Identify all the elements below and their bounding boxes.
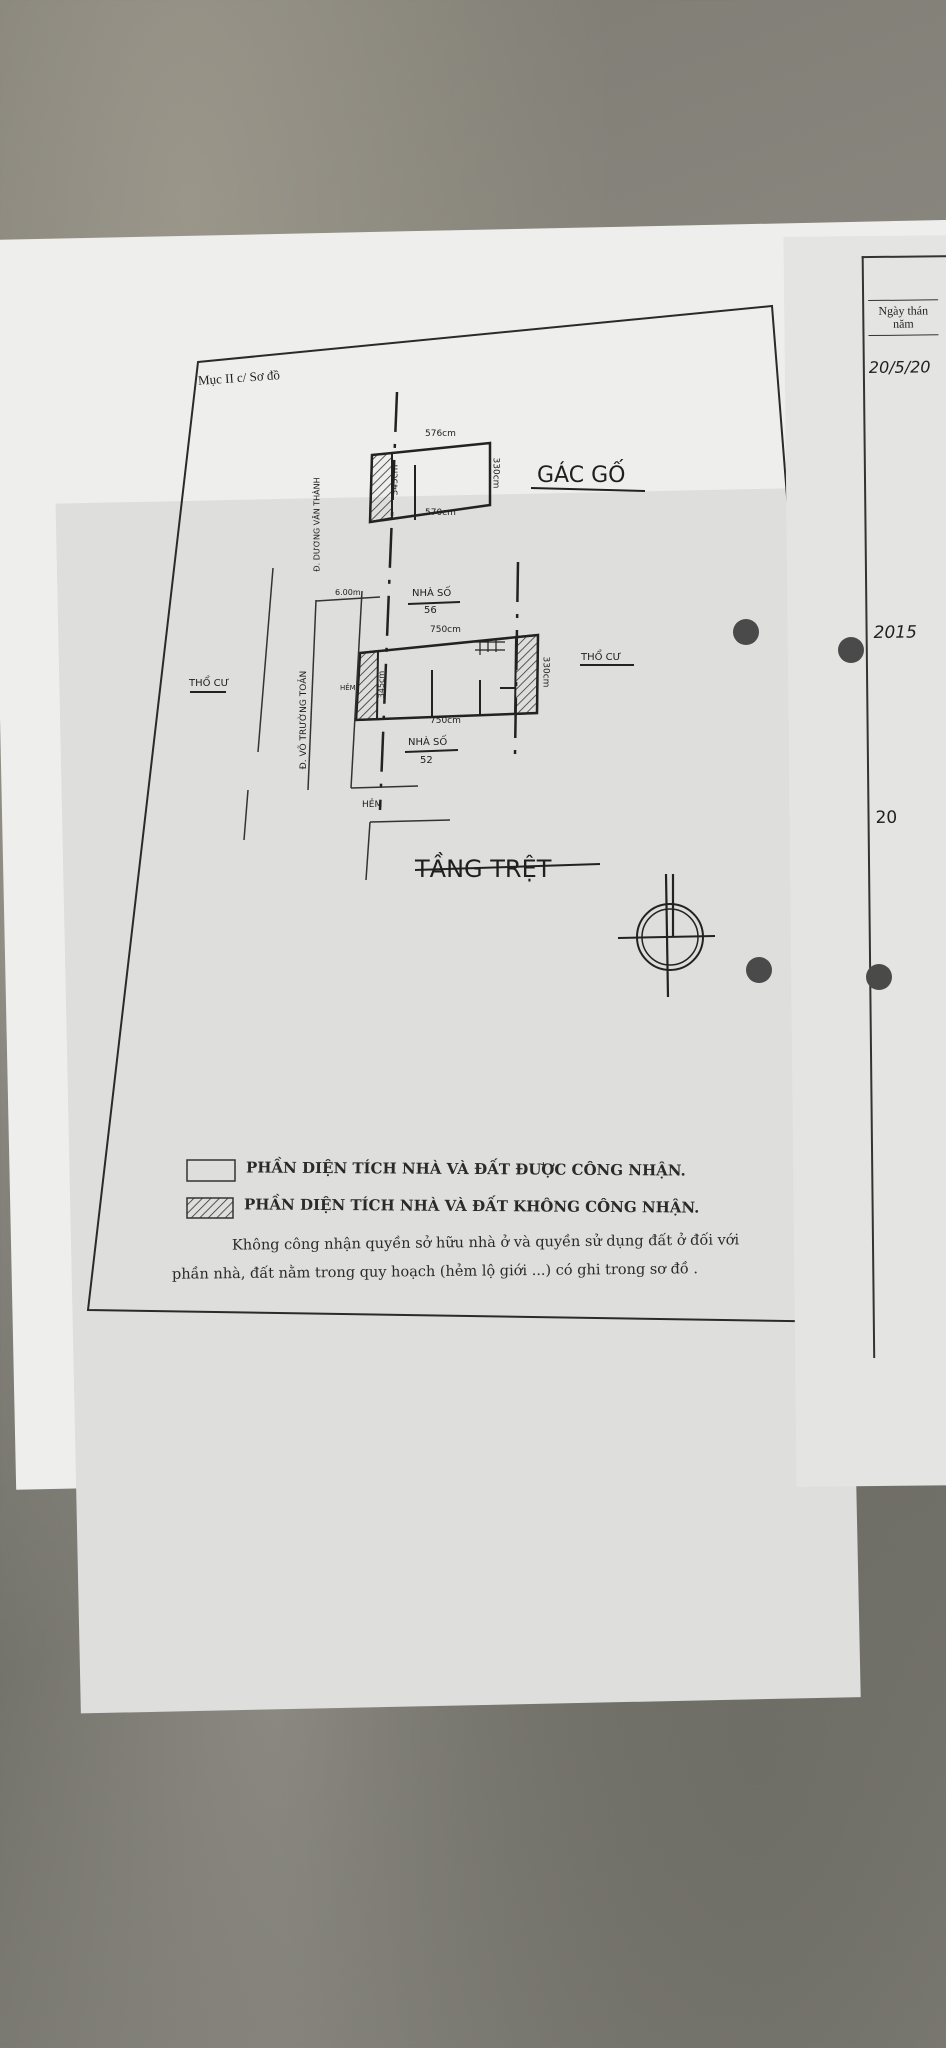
punch-hole (733, 619, 759, 645)
dimension-label: 750cm (430, 625, 461, 635)
neighbor-house-south: NHÀ SỐ (408, 737, 448, 748)
dimension-label: 330cm (490, 457, 501, 489)
street-label: Đ. VÕ TRƯỜNG TOẢN (299, 670, 310, 770)
legend-recognized-label: PHẦN DIỆN TÍCH NHÀ VÀ ĐẤT ĐƯỢC CÔNG NHẬN… (245, 1158, 686, 1180)
dimension-label: 570cm (425, 508, 456, 518)
land-right-label: THỔ CƯ (581, 652, 622, 663)
punch-hole (746, 957, 772, 983)
land-left-label: THỔ CƯ (189, 678, 230, 689)
right-page-entry: 20/5/20 (868, 357, 931, 378)
street-label: Đ. DƯƠNG VĂN THÀNH (312, 477, 322, 572)
ground-floor-title: TẦNG TRỆT (415, 855, 552, 883)
legend-not-recognized-label: PHẦN DIỆN TÍCH NHÀ VÀ ĐẤT KHÔNG CÔNG NHẬ… (243, 1195, 700, 1217)
right-page-entry: 20 (875, 807, 898, 828)
neighbor-house-north-number: 56 (424, 605, 437, 616)
road-width-label: 6.00m (335, 588, 361, 597)
alley-label-small: HẺM (340, 684, 356, 692)
dimension-label: 345cm (377, 670, 387, 699)
dimension-label: 345cm (390, 464, 401, 496)
right-page-entry: 2015 (873, 622, 917, 644)
dimension-label: 330cm (540, 656, 551, 688)
punch-hole (866, 964, 892, 990)
neighbor-house-north: NHÀ SỐ (412, 588, 452, 599)
neighbor-house-south-number: 52 (420, 755, 433, 766)
dimension-label: 750cm (430, 716, 461, 726)
punch-hole (838, 637, 864, 663)
alley-label: HẺM (362, 800, 383, 810)
printed-area (55, 487, 861, 1714)
dimension-label: 576cm (425, 429, 456, 439)
right-page: Ngày thán năm 20/5/20 2015 20 (783, 235, 946, 1487)
right-page-header: Ngày thán năm (868, 299, 939, 337)
right-page-table: Ngày thán năm 20/5/20 2015 20 (861, 255, 946, 1359)
upper-floor-title: GÁC GỐ (537, 463, 626, 488)
